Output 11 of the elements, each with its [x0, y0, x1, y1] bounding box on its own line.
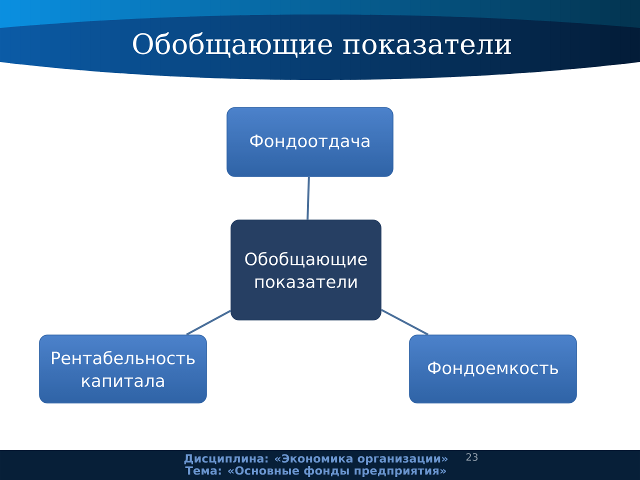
connector-line: [306, 176, 310, 220]
connector-line: [186, 310, 232, 336]
indicator-box: Фондоотдача: [226, 107, 394, 177]
central-box: Обобщающие показатели: [230, 220, 382, 320]
page-number: 23: [466, 453, 478, 461]
footer-text: Тема: «Основные фонды предприятия»: [185, 466, 446, 477]
indicator-box: Фондоемкость: [409, 334, 577, 404]
title: Обобщающие показатели: [133, 32, 512, 58]
indicator-box: Рентабельность капитала: [39, 334, 207, 404]
footer-text: Дисциплина: «Экономика организации»: [184, 454, 448, 465]
connector-line: [380, 308, 429, 336]
